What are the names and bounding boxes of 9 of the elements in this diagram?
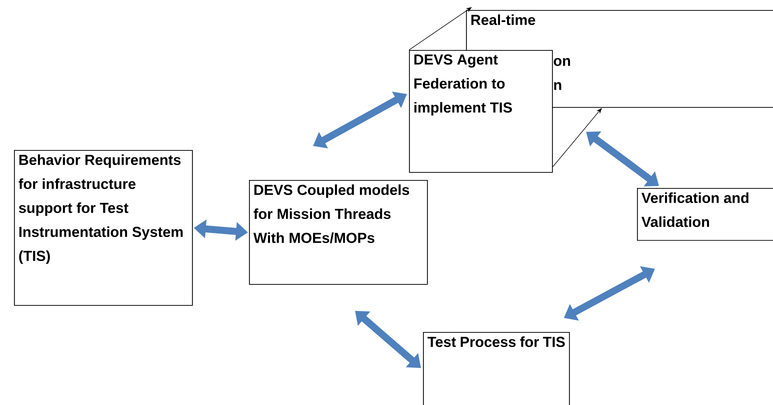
verification-box: Verification and Validation [637, 188, 773, 241]
arrow [408, 7, 472, 50]
process-box: Test Process for TIS [423, 332, 570, 405]
label-fragment: on [554, 58, 570, 66]
label-fragment: n [554, 82, 562, 90]
double-arrow [355, 310, 421, 368]
requirements-box: Behavior Requirements for infrastructure support for Test Instrumentation System (TIS) [14, 150, 193, 306]
federation-box: DEVS Agent Federation to implement TIS [409, 50, 553, 173]
model-box: DEVS Coupled models for Mission Threads With MOEs/MOPs [249, 180, 428, 285]
